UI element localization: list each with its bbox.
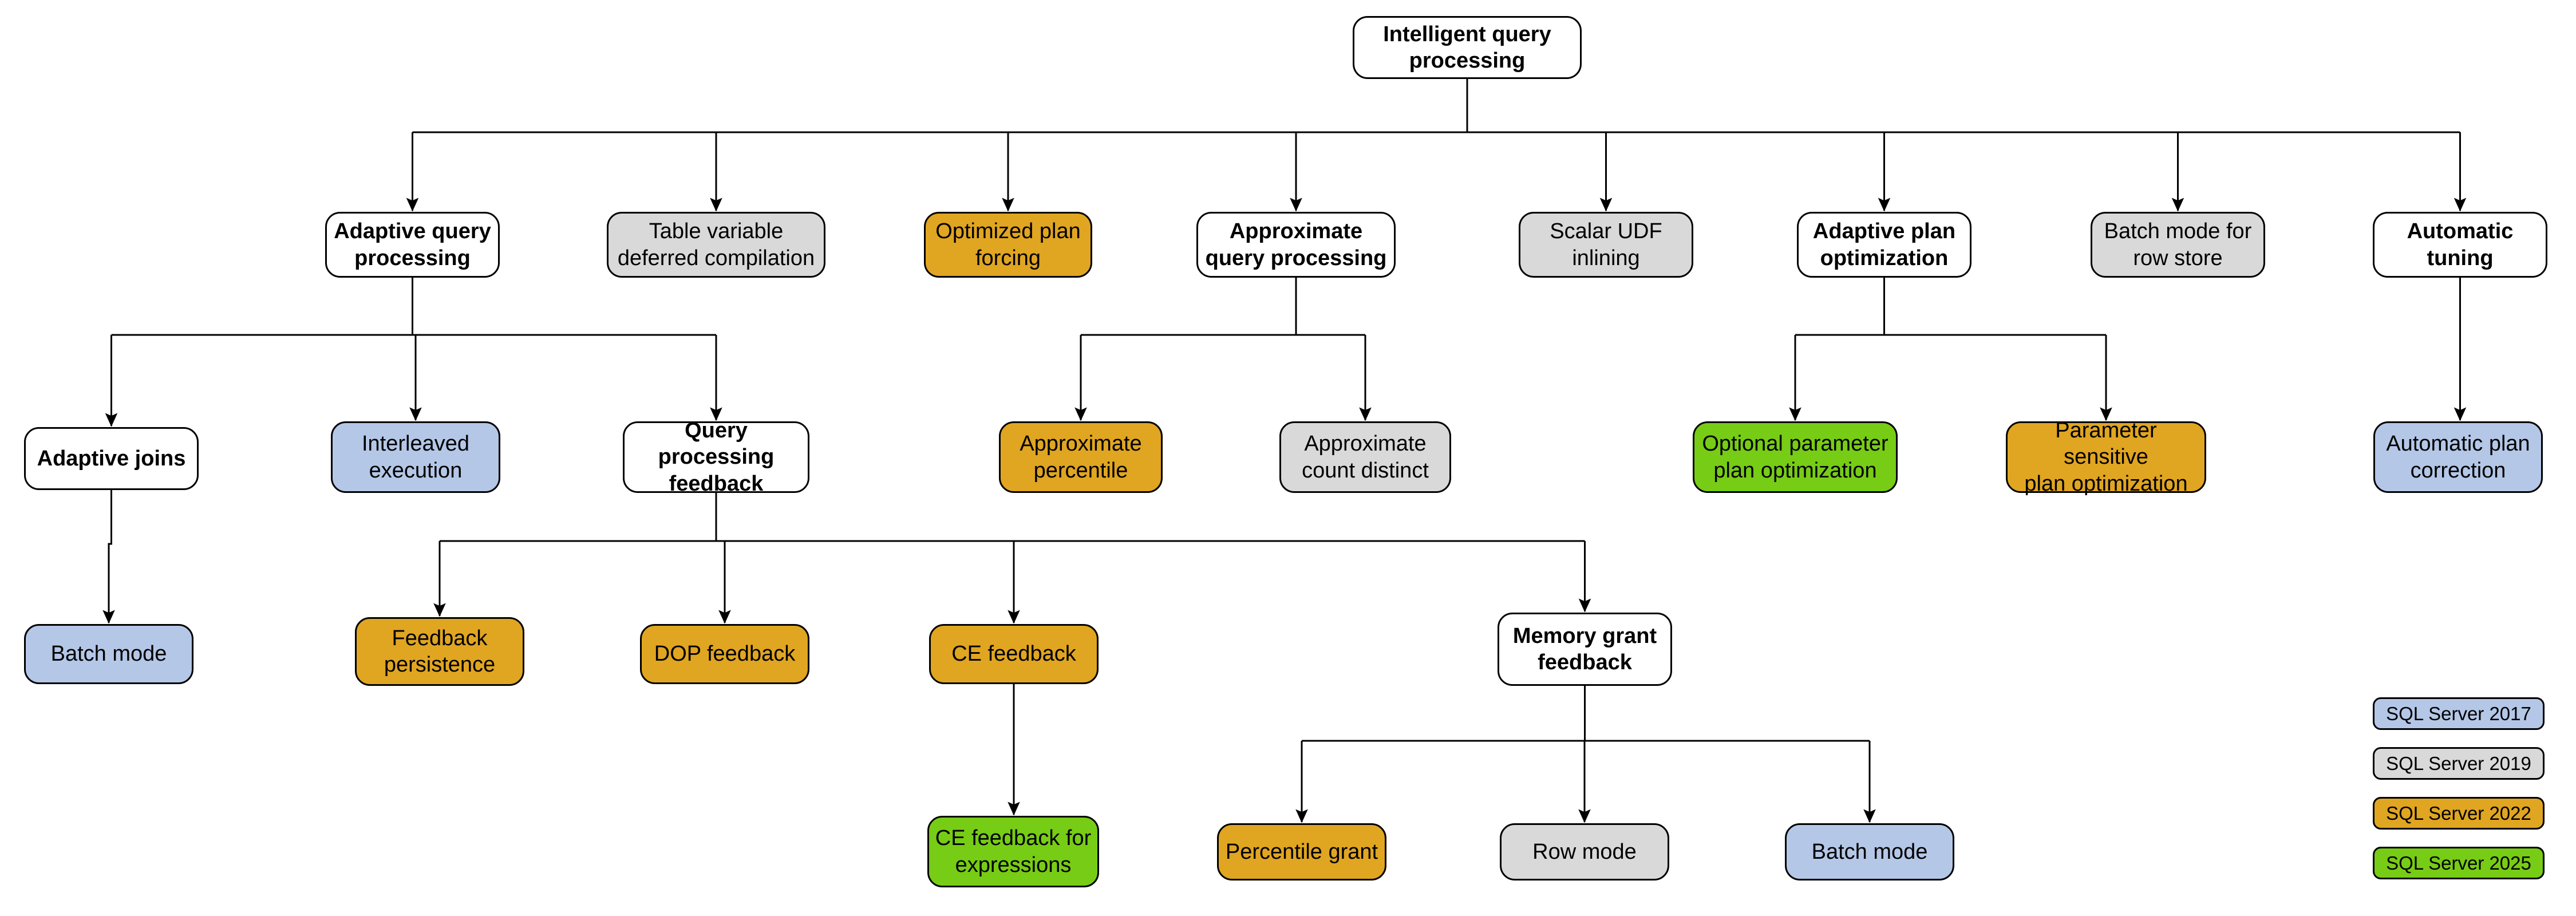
node-aqp[interactable]: Adaptive query processing (325, 212, 500, 278)
node-label: Interleaved execution (361, 432, 469, 483)
legend-item-sql-server-2022: SQL Server 2022 (2373, 797, 2545, 830)
node-label: Scalar UDF inlining (1550, 219, 1662, 270)
legend-item-sql-server-2025: SQL Server 2025 (2373, 847, 2545, 879)
node-label: Row mode (1532, 839, 1637, 864)
node-label: Memory grant feedback (1512, 623, 1657, 674)
legend-label: SQL Server 2025 (2386, 852, 2531, 874)
node-label: Approximate count distinct (1302, 432, 1429, 483)
node-label: Table variable deferred compilation (617, 219, 815, 270)
node-bm2[interactable]: Batch mode (1785, 823, 1954, 881)
node-label: Approximate percentile (1020, 432, 1142, 483)
node-label: CE feedback (951, 642, 1076, 666)
node-at[interactable]: Automatic tuning (2373, 212, 2547, 278)
node-apo[interactable]: Adaptive plan optimization (1797, 212, 1971, 278)
legend-label: SQL Server 2019 (2386, 752, 2531, 774)
node-bmrs[interactable]: Batch mode for row store (2091, 212, 2265, 278)
node-sudf[interactable]: Scalar UDF inlining (1519, 212, 1693, 278)
node-acd[interactable]: Approximate count distinct (1279, 421, 1451, 493)
node-cefe[interactable]: CE feedback for expressions (927, 816, 1099, 887)
node-ap[interactable]: Approximate percentile (999, 421, 1163, 493)
legend-label: SQL Server 2017 (2386, 702, 2531, 724)
node-oppo[interactable]: Optional parameter plan optimization (1693, 421, 1898, 493)
node-label: Automatic plan correction (2386, 432, 2530, 483)
node-qpf[interactable]: Query processing feedback (623, 418, 809, 496)
node-rm[interactable]: Row mode (1500, 823, 1669, 881)
node-apc[interactable]: Automatic plan correction (2373, 421, 2543, 493)
node-ie[interactable]: Interleaved execution (331, 421, 500, 493)
node-label: DOP feedback (654, 642, 796, 666)
node-label: Automatic tuning (2407, 219, 2514, 270)
node-label: Feedback persistence (384, 626, 496, 677)
node-label: Adaptive plan optimization (1812, 219, 1956, 270)
legend-label: SQL Server 2022 (2386, 802, 2531, 824)
node-label: Batch mode (50, 642, 167, 666)
node-tvdc[interactable]: Table variable deferred compilation (607, 212, 825, 278)
node-mgf[interactable]: Memory grant feedback (1498, 613, 1672, 686)
node-label: Intelligent query processing (1383, 22, 1551, 73)
node-label: Approximate query processing (1205, 219, 1387, 270)
legend-item-sql-server-2019: SQL Server 2019 (2373, 747, 2545, 780)
node-label: Adaptive query processing (334, 219, 491, 270)
node-label: Optimized plan forcing (935, 219, 1081, 270)
node-pg[interactable]: Percentile grant (1217, 823, 1386, 881)
node-label: Optional parameter plan optimization (1702, 432, 1888, 483)
node-label: Percentile grant (1225, 839, 1378, 864)
node-aj[interactable]: Adaptive joins (24, 427, 199, 490)
node-label: Parameter sensitive plan optimization (2024, 418, 2188, 496)
node-fp[interactable]: Feedback persistence (355, 617, 524, 686)
node-dopf[interactable]: DOP feedback (640, 624, 809, 684)
node-label: CE feedback for expressions (935, 826, 1092, 877)
node-label: Batch mode for row store (2104, 219, 2252, 270)
node-pspo[interactable]: Parameter sensitive plan optimization (2006, 418, 2206, 496)
node-apq[interactable]: Approximate query processing (1196, 212, 1396, 278)
node-opf[interactable]: Optimized plan forcing (924, 212, 1092, 278)
node-bm1[interactable]: Batch mode (24, 624, 193, 684)
node-root[interactable]: Intelligent query processing (1353, 16, 1582, 79)
connector (102, 490, 115, 624)
legend-item-sql-server-2017: SQL Server 2017 (2373, 697, 2545, 730)
node-label: Batch mode (1811, 839, 1928, 864)
node-label: Adaptive joins (37, 446, 186, 471)
node-label: Query processing feedback (658, 418, 775, 496)
node-cef[interactable]: CE feedback (929, 624, 1099, 684)
